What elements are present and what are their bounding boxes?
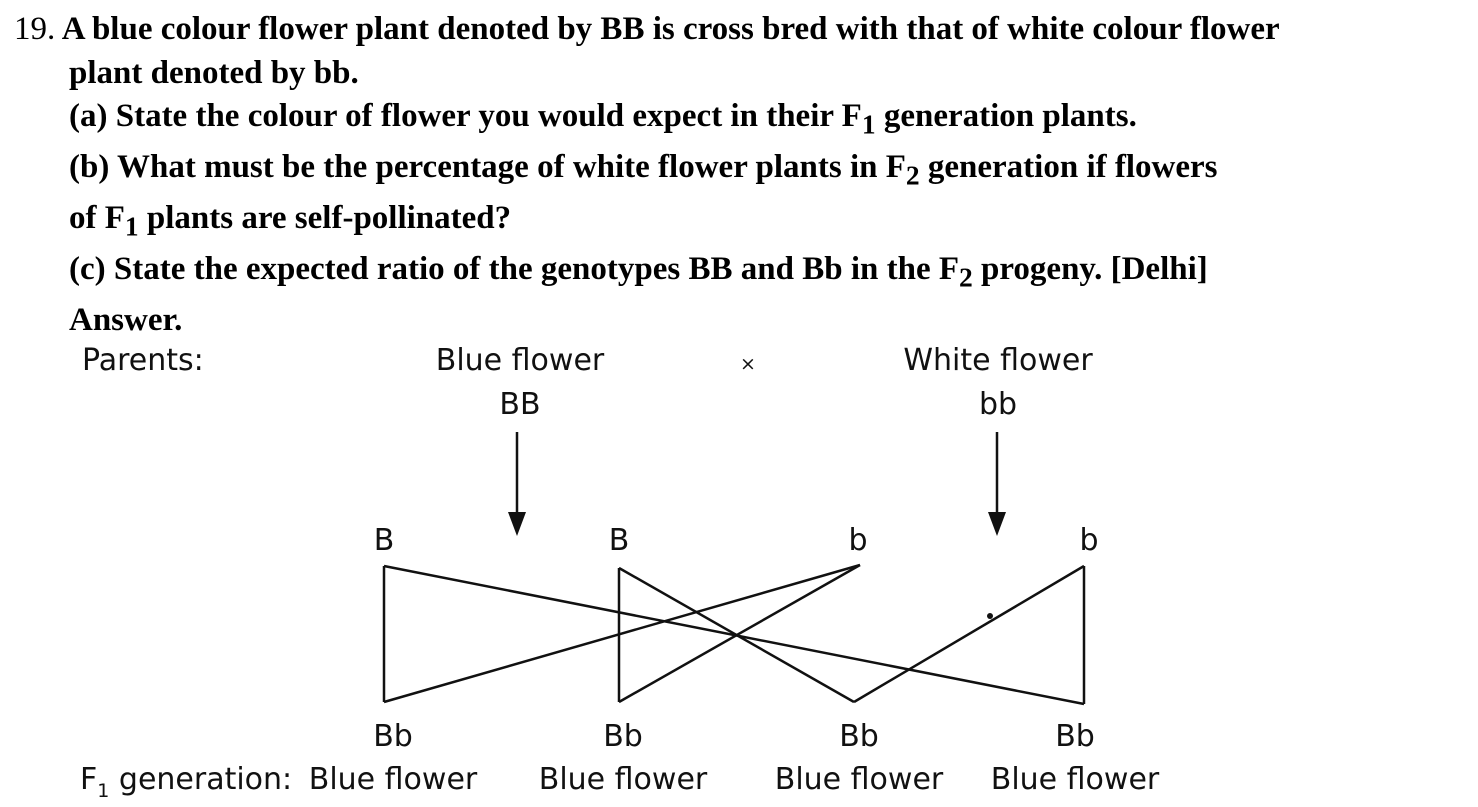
offspring-genotype-1: Bb bbox=[373, 719, 413, 754]
offspring-genotype-2: Bb bbox=[603, 719, 643, 754]
question-text-line-1: A blue colour flower plant denoted by BB… bbox=[61, 11, 1280, 47]
gamete-2: B bbox=[609, 523, 630, 558]
parent-1-genotype: BB bbox=[499, 387, 540, 422]
f1-label-subscript: 1 bbox=[97, 780, 109, 802]
question-part-a: (a) State the colour of flower you would… bbox=[14, 95, 1474, 146]
part-b-subscript: 2 bbox=[905, 159, 920, 191]
question-part-b: (b) What must be the percentage of white… bbox=[14, 146, 1474, 197]
part-b-text-end: generation if flowers bbox=[919, 149, 1218, 186]
question-line-2: plant denoted by bb. bbox=[69, 54, 359, 91]
offspring-phenotype-4: Blue flower bbox=[991, 762, 1160, 797]
part-c-text-end: progeny. [Delhi] bbox=[972, 251, 1208, 288]
part-a-text-end: generation plants. bbox=[875, 98, 1137, 134]
f1-label-f: F bbox=[80, 762, 97, 797]
part-b-text: (b) What must be the percentage of white… bbox=[69, 149, 906, 186]
line-dot bbox=[987, 613, 993, 619]
f1-generation-label: F1 generation: bbox=[80, 762, 292, 802]
parent-2-genotype: bb bbox=[979, 387, 1017, 422]
gamete-3: b bbox=[848, 523, 867, 558]
part-b2-subscript: 1 bbox=[124, 210, 139, 242]
parents-label: Parents: bbox=[82, 343, 204, 378]
arrowhead-parent-2 bbox=[988, 512, 1006, 536]
parent-2-phenotype: White flower bbox=[903, 343, 1093, 378]
question-block: 19. A blue colour flower plant denoted b… bbox=[14, 8, 1474, 343]
gamete-1: B bbox=[374, 523, 395, 558]
offspring-phenotype-2: Blue flower bbox=[539, 762, 708, 797]
offspring-genotype-4: Bb bbox=[1055, 719, 1095, 754]
question-part-c: (c) State the expected ratio of the geno… bbox=[14, 248, 1474, 299]
cross-lines bbox=[382, 563, 1086, 706]
question-line-1: 19. A blue colour flower plant denoted b… bbox=[14, 8, 1474, 52]
part-c-text: (c) State the expected ratio of the geno… bbox=[69, 251, 960, 288]
offspring-genotype-3: Bb bbox=[839, 719, 879, 754]
part-c-subscript: 2 bbox=[959, 261, 973, 293]
line-o2-to-b3 bbox=[618, 563, 861, 704]
offspring-phenotype-1: Blue flower bbox=[309, 762, 478, 797]
gamete-4: b bbox=[1079, 523, 1098, 558]
question-part-b-continued: of F1 plants are self-pollinated? bbox=[14, 197, 1474, 248]
answer-label: Answer. bbox=[69, 302, 183, 339]
question-number: 19. bbox=[14, 11, 56, 47]
parent-1-phenotype: Blue flower bbox=[436, 343, 605, 378]
offspring-phenotype-3: Blue flower bbox=[775, 762, 944, 797]
arrowhead-parent-1 bbox=[508, 512, 526, 536]
part-b2-text: of F bbox=[69, 200, 125, 237]
f1-label-rest: generation: bbox=[109, 762, 292, 797]
part-a-subscript: 1 bbox=[861, 108, 876, 140]
line-o3-to-b4 bbox=[853, 564, 1085, 704]
part-a-text: (a) State the colour of flower you would… bbox=[69, 98, 862, 134]
part-b2-text-end: plants are self-pollinated? bbox=[138, 200, 512, 237]
line-o1-to-b3 bbox=[383, 563, 861, 704]
cross-symbol: × bbox=[740, 353, 756, 375]
